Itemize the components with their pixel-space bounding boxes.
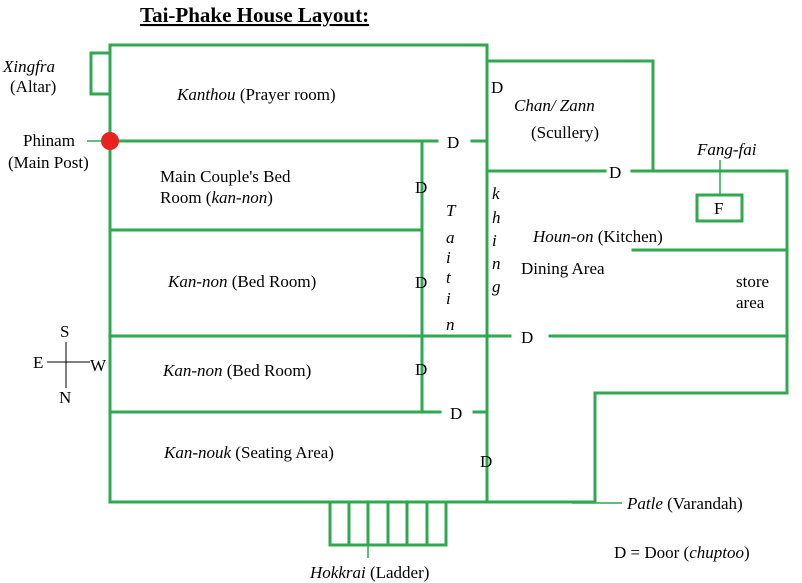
walls [89, 43, 789, 547]
ladder [328, 500, 448, 547]
door-marker: D [415, 273, 427, 292]
altar-desc: (Altar) [10, 77, 56, 96]
compass-south: S [60, 322, 69, 341]
khinig-letter: h [492, 208, 501, 227]
taiting-letter: n [446, 315, 455, 334]
scullery-name: Chan/ Zann [514, 96, 595, 115]
varandah-label: Patle (Varandah) [626, 494, 743, 513]
kitchen-label: Houn-on (Kitchen) [532, 227, 663, 246]
main-post-marker [101, 132, 119, 150]
main-bedroom-line1: Main Couple's Bed [160, 167, 291, 186]
leader-lines [87, 140, 721, 558]
compass-west: W [90, 356, 107, 375]
seating-area-label: Kan-nouk (Seating Area) [163, 443, 334, 462]
taiting-letter: i [446, 289, 451, 308]
prayer-room-desc: (Prayer room) [236, 85, 336, 104]
prayer-room-name: Kanthou [176, 85, 236, 104]
prayer-room-label: Kanthou (Prayer room) [176, 85, 336, 104]
khinig-letter: k [492, 184, 500, 203]
taiting-letter: t [446, 268, 452, 287]
taiting-letter: T [446, 201, 457, 220]
main-block-outline [108, 43, 489, 504]
ladder-label: Hokkrai (Ladder) [309, 563, 429, 582]
door-markers: D D D D D D D D D [415, 78, 621, 471]
taiting-letter: i [446, 248, 451, 267]
door-marker: D [447, 133, 459, 152]
door-legend: D = Door (chuptoo) [614, 543, 750, 562]
bedroom-1-label: Kan-non (Bed Room) [167, 272, 316, 291]
taiting-corridor-label: T a i t i n [446, 201, 457, 334]
main-bedroom-line2: Room (kan-non) [160, 188, 273, 207]
main-post-name: Phinam [23, 131, 75, 150]
khinig-letter: n [492, 254, 501, 273]
khinig-label: k h i n g [492, 184, 501, 296]
fireplace-box-label: F [714, 199, 723, 218]
door-marker: D [415, 360, 427, 379]
taiting-letter: a [446, 228, 455, 247]
door-marker: D [609, 163, 621, 182]
altar-box [89, 51, 112, 96]
dining-area-label: Dining Area [521, 259, 605, 278]
door-marker: D [480, 452, 492, 471]
door-marker: D [521, 328, 533, 347]
main-post-desc: (Main Post) [8, 153, 89, 172]
diagram-title: Tai-Phake House Layout: [140, 3, 369, 27]
compass-north: N [59, 388, 71, 407]
compass-east: E [33, 353, 43, 372]
scullery-desc: (Scullery) [531, 123, 599, 142]
door-marker: D [415, 178, 427, 197]
khinig-letter: g [492, 277, 501, 296]
store-area-line1: store [736, 272, 769, 291]
compass-rose: S E W N [33, 322, 107, 407]
khinig-letter: i [492, 231, 497, 250]
bedroom-2-label: Kan-non (Bed Room) [162, 361, 311, 380]
door-marker: D [491, 78, 503, 97]
altar-name: Xingfra [2, 57, 55, 76]
door-marker: D [450, 404, 462, 423]
fireplace-name: Fang-fai [696, 140, 757, 159]
store-area-line2: area [736, 293, 765, 312]
